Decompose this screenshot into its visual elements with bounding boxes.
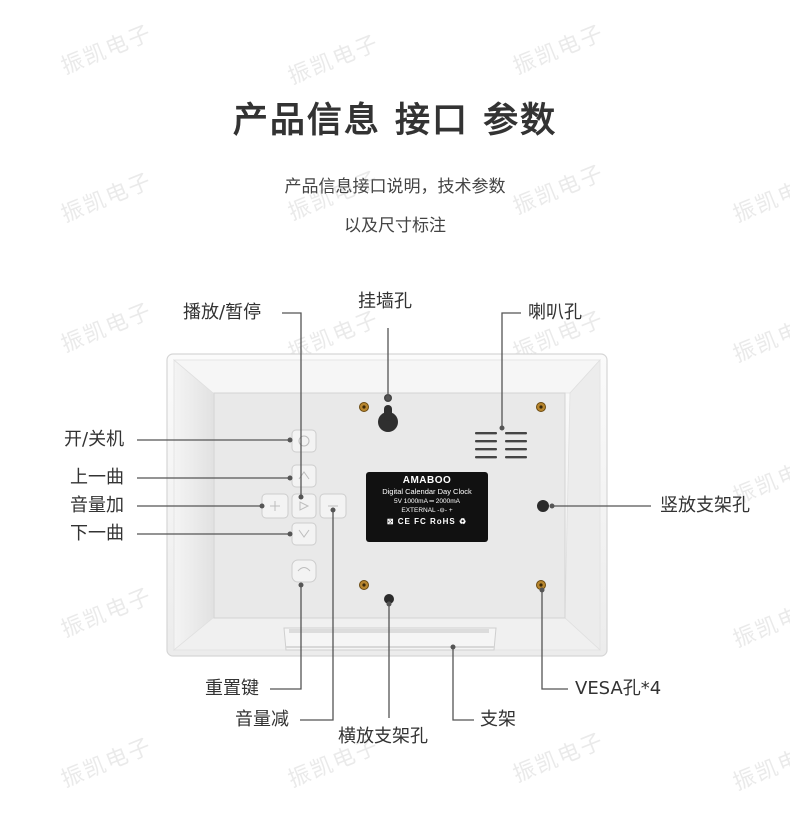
product-label-sticker: AMABOO Digital Calendar Day Clock 5V 100…: [366, 472, 488, 542]
label-horizontal-stand-hole: 横放支架孔: [338, 726, 428, 747]
sticker-input: EXTERNAL -⊖- +: [401, 507, 453, 514]
speaker-grill: [475, 432, 527, 459]
label-vesa-holes: VESA孔*4: [575, 678, 662, 699]
page-subtitle-line-1: 产品信息接口说明，技术参数: [284, 177, 506, 197]
label-volume-down: 音量减: [235, 709, 289, 730]
vertical-stand-hole: [537, 500, 549, 512]
label-speaker: 喇叭孔: [528, 302, 582, 323]
leader-lines: [137, 312, 651, 721]
label-stand: 支架: [480, 709, 516, 730]
button-glyphs: [270, 435, 338, 572]
horizontal-stand-hole: [384, 594, 394, 604]
sticker-product: Digital Calendar Day Clock: [382, 487, 472, 496]
control-buttons: [261, 429, 347, 583]
label-play-pause: 播放/暂停: [183, 302, 262, 323]
wall-mount-keyhole: [378, 394, 398, 432]
sticker-certifications: ⊠ CE FC RoHS ♻: [386, 517, 468, 526]
sticker-spec: 5V 1000mA ═ 2000mA: [393, 498, 461, 505]
label-next-track: 下一曲: [70, 523, 124, 544]
label-reset-key: 重置键: [205, 678, 259, 699]
label-volume-up: 音量加: [70, 495, 124, 516]
label-prev-track: 上一曲: [70, 467, 124, 488]
label-wall-mount-hole: 挂墙孔: [358, 291, 412, 312]
stand: [283, 627, 497, 651]
leader-dots: [259, 395, 555, 650]
label-vertical-stand-hole: 竖放支架孔: [660, 495, 750, 516]
sticker-brand: AMABOO: [402, 475, 452, 486]
page-title: 产品信息 接口 参数: [232, 101, 558, 141]
vesa-holes: [359, 402, 546, 590]
label-power: 开/关机: [64, 429, 125, 450]
page-subtitle-line-2: 以及尺寸标注: [344, 216, 446, 236]
